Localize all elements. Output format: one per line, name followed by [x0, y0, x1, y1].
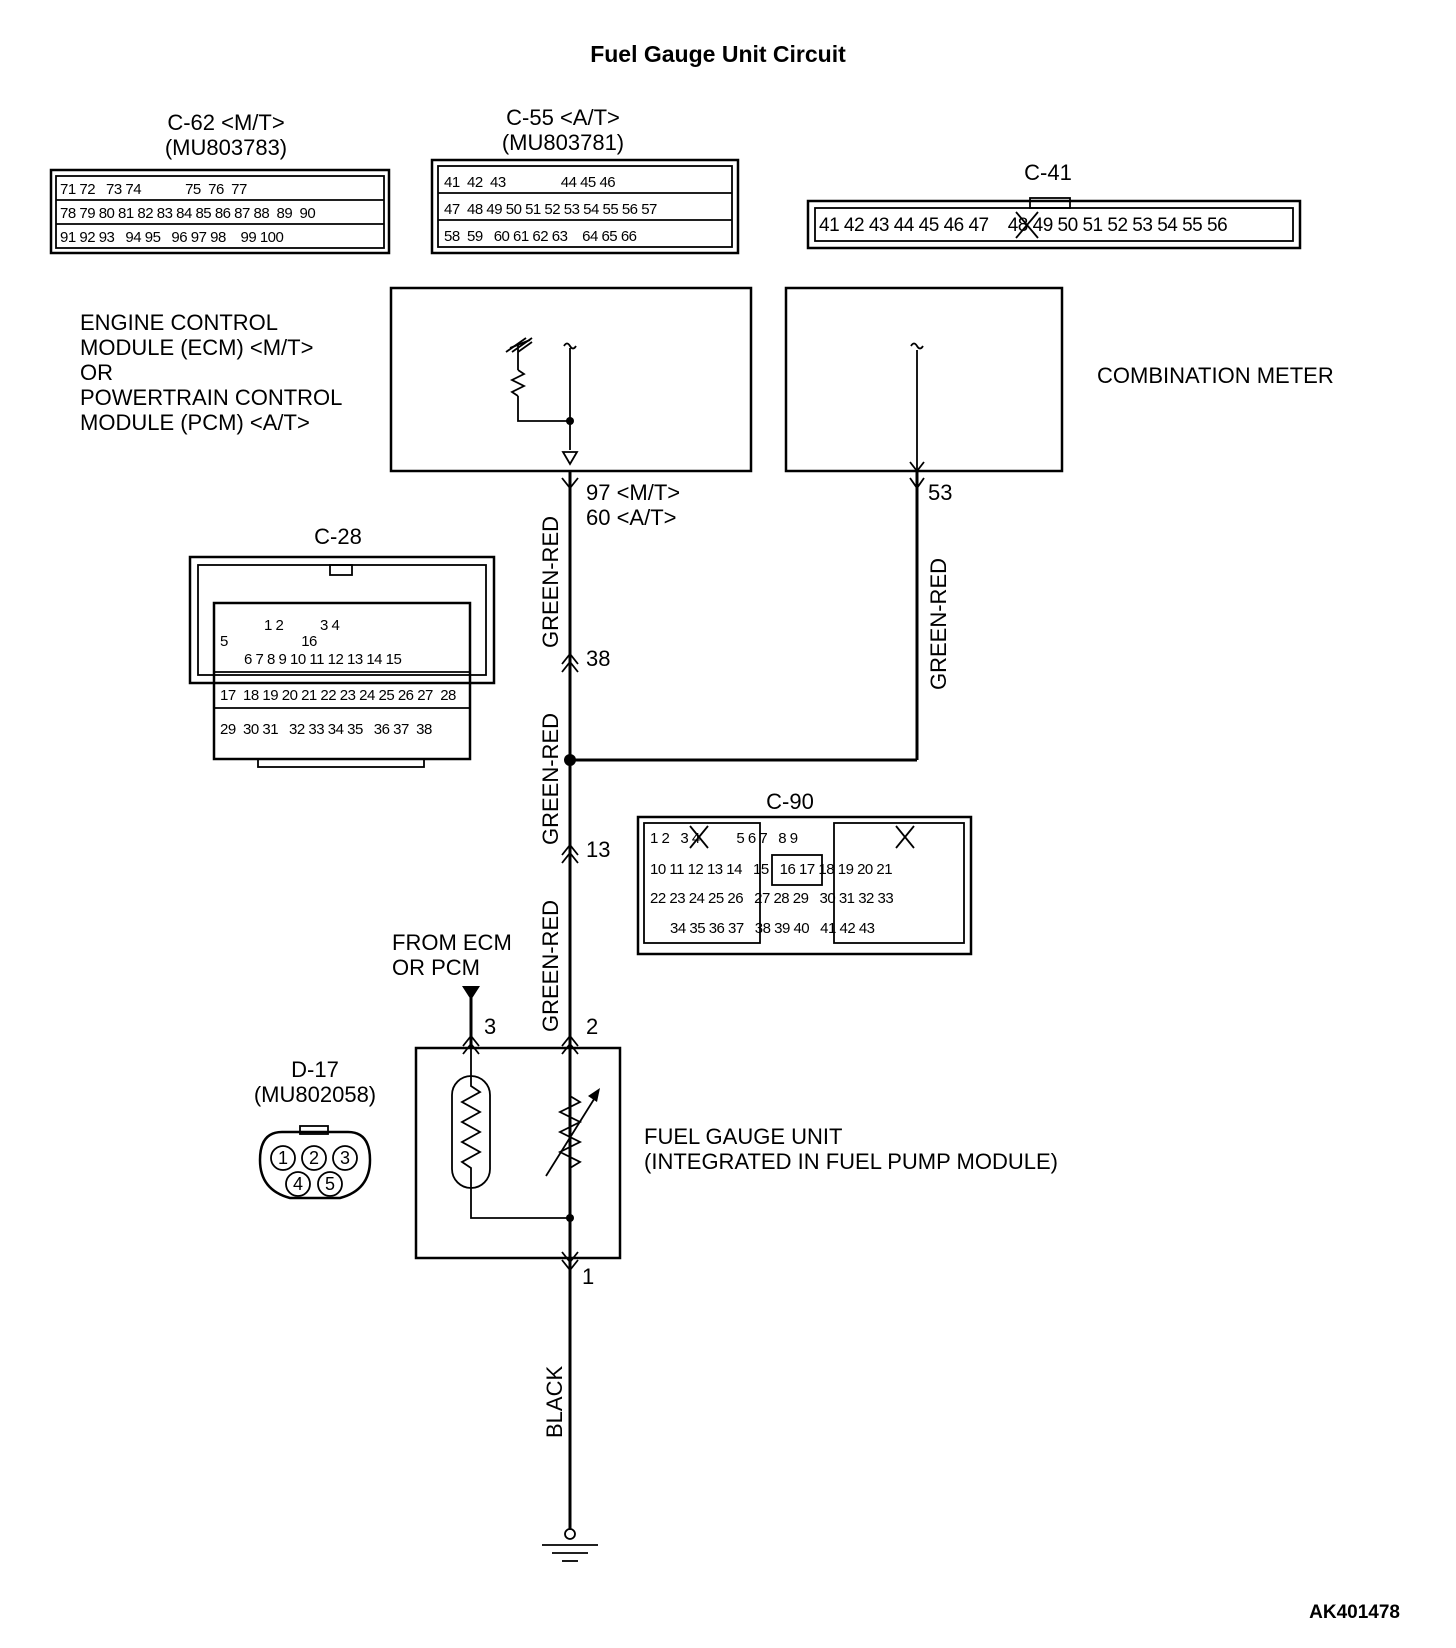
c28-row3: 6 7 8 9 10 11 12 13 14 15 [244, 651, 402, 668]
ecm-ac-symbol [563, 342, 577, 350]
c90-row4: 34 35 36 37 38 39 40 41 42 43 [670, 920, 875, 937]
c90-name: C-90 [766, 789, 814, 814]
c90-body [636, 815, 973, 956]
connector-c55: C-55 <A/T> (MU803781) 41 42 43 44 45 46 … [430, 105, 740, 255]
ecm-label-3: OR [80, 360, 113, 385]
ecm-pin-at: 60 <A/T> [586, 505, 677, 530]
c90-pin: 13 [586, 837, 610, 862]
ecm-pin-marker [561, 477, 579, 490]
ecm-label-5: MODULE (PCM) <A/T> [80, 410, 310, 435]
c28-name: C-28 [314, 524, 362, 549]
meter-pin: 53 [928, 480, 952, 505]
meter-label: COMBINATION METER [1097, 363, 1334, 388]
d17-pin-5: 5 [325, 1174, 335, 1194]
pin1-label: 1 [582, 1264, 594, 1289]
c62-row1: 71 72 73 74 75 76 77 [60, 181, 247, 198]
c90-row1: 1 2 3 4 5 6 7 8 9 [650, 830, 798, 847]
d17-pin-2: 2 [309, 1148, 319, 1168]
c90-pin-marker [561, 843, 579, 856]
from-ecm-label-1: FROM ECM [392, 930, 512, 955]
ecm-module: ENGINE CONTROL MODULE (ECM) <M/T> OR POW… [80, 286, 753, 473]
c55-row2: 47 48 49 50 51 52 53 54 55 56 57 [444, 201, 657, 218]
wire-color-2: GREEN-RED [538, 713, 563, 845]
wire-color-3: GREEN-RED [538, 900, 563, 1032]
c41-body [806, 199, 1302, 250]
ground-symbol [542, 1528, 598, 1562]
c55-body [430, 158, 740, 255]
ecm-pin-mt: 97 <M/T> [586, 480, 680, 505]
c28-row1: 1 2 3 4 [264, 617, 340, 634]
c90-row2: 10 11 12 13 14 15 16 17 18 19 20 21 [650, 861, 892, 878]
c28-pin: 38 [586, 646, 610, 671]
c28-outer-frame [188, 555, 496, 685]
meter-box [784, 286, 1064, 473]
d17-pin-3: 3 [340, 1148, 350, 1168]
connector-c41: C-41 41 42 43 44 45 46 47 48 49 50 51 52… [806, 160, 1302, 250]
fuel-unit-box [414, 1046, 622, 1260]
ecm-label-2: MODULE (ECM) <M/T> [80, 335, 313, 360]
meter-ac-symbol [910, 342, 924, 350]
fuel-unit-label-2: (INTEGRATED IN FUEL PUMP MODULE) [644, 1149, 1058, 1174]
d17-body [258, 1130, 372, 1200]
d17-pin-1: 1 [278, 1148, 288, 1168]
c62-name: C-62 <M/T> [167, 110, 284, 135]
wiring [561, 471, 925, 1530]
wire-color-ground: BLACK [542, 1366, 567, 1438]
pin2-label: 2 [586, 1014, 598, 1039]
ecm-label-1: ENGINE CONTROL [80, 310, 278, 335]
connector-c28: C-28 1 2 3 4 5 16 6 7 8 9 10 11 12 13 14… [188, 524, 496, 768]
variable-resistor [557, 1048, 583, 1218]
c62-body [49, 168, 391, 255]
ecm-box [389, 286, 753, 473]
d17-name: D-17 [291, 1057, 339, 1082]
c55-part: (MU803781) [502, 130, 624, 155]
pin3-label: 3 [484, 1014, 496, 1039]
from-ecm-label-2: OR PCM [392, 955, 480, 980]
figure-id: AK401478 [1309, 1602, 1400, 1623]
diagram-title: Fuel Gauge Unit Circuit [590, 41, 846, 67]
fuel-unit-label-1: FUEL GAUGE UNIT [644, 1124, 842, 1149]
c62-part: (MU803783) [165, 135, 287, 160]
c90-row3: 22 23 24 25 26 27 28 29 30 31 32 33 [650, 890, 893, 907]
connector-d17: D-17 (MU802058) 1 2 3 4 5 [254, 1057, 376, 1200]
d17-part: (MU802058) [254, 1082, 376, 1107]
from-ecm-arrow [462, 986, 480, 1000]
c41-name: C-41 [1024, 160, 1072, 185]
c62-row3: 91 92 93 94 95 96 97 98 99 100 [60, 229, 284, 246]
pin1-marker [561, 1251, 579, 1264]
c55-name: C-55 <A/T> [506, 105, 620, 130]
wire-color-1: GREEN-RED [538, 516, 563, 648]
c55-row3: 58 59 60 61 62 63 64 65 66 [444, 228, 637, 245]
c28-row2: 5 16 [220, 633, 317, 650]
c28-row4: 17 18 19 20 21 22 23 24 25 26 27 28 [220, 687, 456, 704]
ecm-pullup-resistor [509, 369, 527, 397]
ecm-label-4: POWERTRAIN CONTROL [80, 385, 342, 410]
from-ecm-signal: FROM ECM OR PCM 3 2 [392, 930, 598, 1055]
connector-c62: C-62 <M/T> (MU803783) 71 72 73 74 75 76 … [49, 110, 391, 255]
splice-point [564, 754, 576, 766]
d17-pin-4: 4 [293, 1174, 303, 1194]
combination-meter: COMBINATION METER [784, 286, 1334, 473]
c28-row5: 29 30 31 32 33 34 35 36 37 38 [220, 721, 432, 738]
wire-color-4: GREEN-RED [926, 558, 951, 690]
c55-row1: 41 42 43 44 45 46 [444, 174, 615, 191]
c28-pin-marker [561, 652, 579, 665]
c62-row2: 78 79 80 81 82 83 84 85 86 87 88 89 90 [60, 205, 315, 222]
c41-row: 41 42 43 44 45 46 47 48 49 50 51 52 53 5… [819, 215, 1227, 236]
meter-pin-marker [909, 477, 925, 490]
fuel-gauge-unit: FUEL GAUGE UNIT (INTEGRATED IN FUEL PUMP… [414, 1046, 1058, 1289]
connector-c90: C-90 1 2 3 4 5 6 7 8 9 10 11 12 13 14 15… [636, 789, 973, 956]
